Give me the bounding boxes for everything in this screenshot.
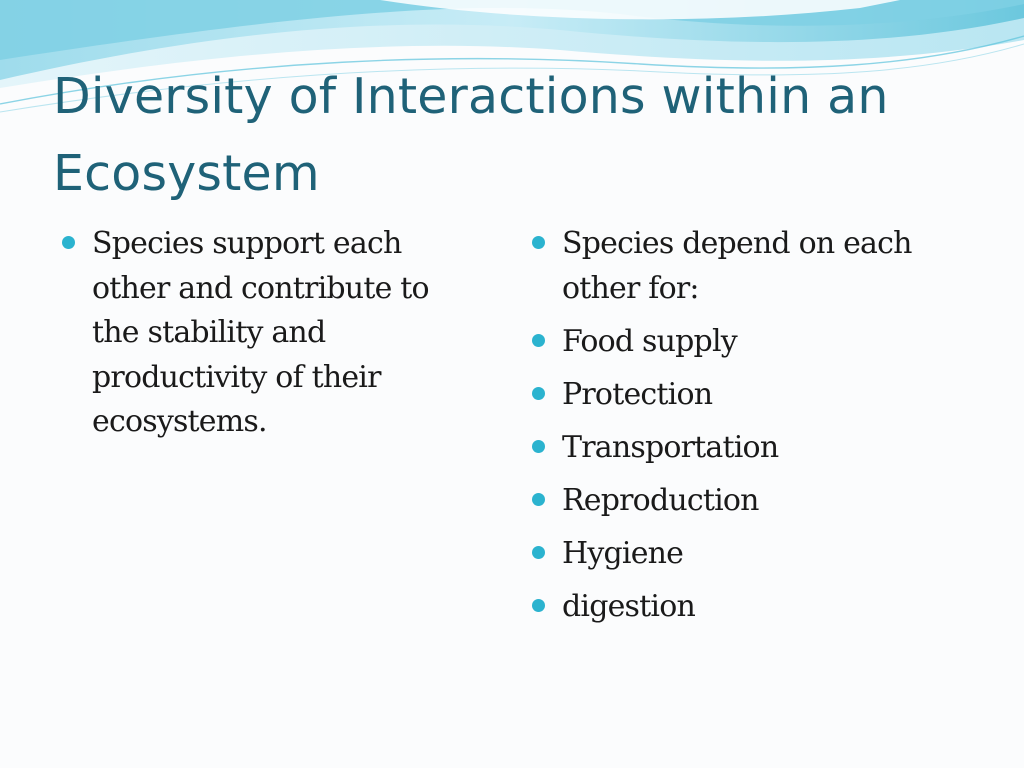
bullet-dot-icon: [532, 386, 545, 400]
list-item: Species support each other and contribut…: [62, 222, 472, 445]
list-item: Hygiene: [532, 532, 972, 577]
wave-highlight: [380, 0, 900, 20]
bullet-dot-icon: [532, 439, 545, 453]
bullet-text: Species support each other and contribut…: [92, 226, 430, 439]
bullet-text: Protection: [562, 376, 713, 412]
bullet-dot-icon: [532, 492, 545, 506]
wave-line: [0, 35, 1024, 105]
right-column: Species depend on each other for: Food s…: [532, 222, 972, 638]
bullet-text: Species depend on each other for:: [562, 226, 912, 306]
list-item: Species depend on each other for:: [532, 222, 972, 311]
bullet-text: digestion: [562, 588, 696, 624]
list-item: Reproduction: [532, 479, 972, 524]
slide-title: Diversity of Interactions within an Ecos…: [53, 68, 889, 202]
wave-line-2: [0, 43, 1024, 113]
bullet-text: Food supply: [562, 323, 738, 359]
left-column: Species support each other and contribut…: [62, 222, 472, 445]
bullet-dot-icon: [532, 598, 545, 612]
bullet-dot-icon: [532, 236, 545, 249]
list-item: Transportation: [532, 426, 972, 471]
bullet-dot-icon: [62, 236, 75, 249]
list-item: digestion: [532, 585, 972, 630]
bullet-dot-icon: [532, 545, 545, 559]
bullet-text: Reproduction: [562, 482, 760, 518]
bullet-text: Transportation: [562, 429, 779, 465]
list-item: Protection: [532, 373, 972, 418]
bullet-dot-icon: [532, 333, 545, 347]
header-wave-decoration: [0, 0, 1024, 113]
bullet-text: Hygiene: [562, 535, 684, 571]
list-item: Food supply: [532, 320, 972, 365]
